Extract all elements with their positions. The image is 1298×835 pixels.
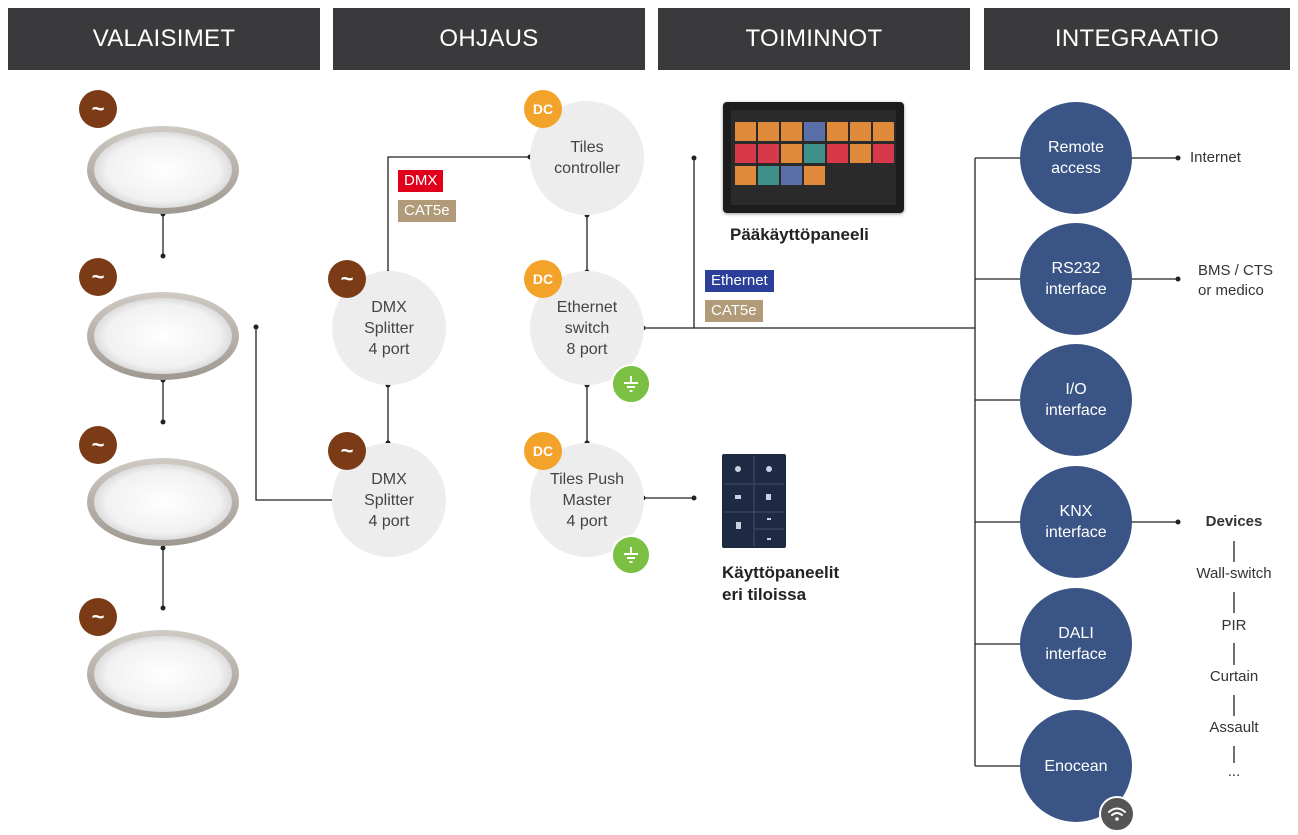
ground-icon	[611, 364, 651, 404]
ac-power-icon: ~	[328, 432, 366, 470]
header-integraatio: INTEGRAATIO	[984, 8, 1290, 70]
ceiling-lamp	[87, 630, 239, 718]
device-item: PIR	[1221, 617, 1247, 634]
dc-power-badge: DC	[524, 90, 562, 128]
ceiling-lamp	[87, 292, 239, 380]
device-item: Wall-switch	[1196, 565, 1272, 582]
io-interface-node: I/O interface	[1020, 344, 1132, 456]
cat5e-cable-tag: CAT5e	[398, 200, 456, 222]
header-toiminnot: TOIMINNOT	[658, 8, 970, 70]
wifi-icon	[1099, 796, 1135, 832]
device-item: Assault	[1209, 719, 1259, 736]
rs232-interface-node: RS232 interface	[1020, 223, 1132, 335]
header-ohjaus: OHJAUS	[333, 8, 645, 70]
internet-label: Internet	[1190, 149, 1241, 166]
ac-power-icon: ~	[328, 260, 366, 298]
dmx-cable-tag: DMX	[398, 170, 444, 192]
dali-interface-node: DALI interface	[1020, 588, 1132, 700]
ac-power-icon: ~	[79, 598, 117, 636]
bms-label-line2: or medico	[1198, 282, 1264, 299]
devices-title: Devices	[1205, 513, 1263, 530]
main-panel-tablet	[723, 102, 904, 213]
device-item: Curtain	[1209, 668, 1259, 685]
header-valaisimet: VALAISIMET	[8, 8, 320, 70]
main-panel-caption: Pääkäyttöpaneeli	[730, 225, 869, 244]
ceiling-lamp	[87, 458, 239, 546]
ethernet-cable-tag: Ethernet	[705, 270, 774, 292]
room-panel-tablet	[722, 454, 786, 548]
room-panel-caption: Käyttöpaneelit eri tiloissa	[722, 563, 840, 604]
dc-power-badge: DC	[524, 260, 562, 298]
ac-power-icon: ~	[79, 258, 117, 296]
device-item: ...	[1227, 763, 1241, 780]
ground-icon	[611, 535, 651, 575]
cat5e-cable-tag: CAT5e	[705, 300, 763, 322]
ac-power-icon: ~	[79, 426, 117, 464]
remote-access-node: Remote access	[1020, 102, 1132, 214]
dmx-splitter-node: DMX Splitter 4 port	[332, 271, 446, 385]
dc-power-badge: DC	[524, 432, 562, 470]
bms-label: BMS / CTS	[1198, 262, 1274, 279]
ceiling-lamp	[87, 126, 239, 214]
ac-power-icon: ~	[79, 90, 117, 128]
knx-interface-node: KNX interface	[1020, 466, 1132, 578]
